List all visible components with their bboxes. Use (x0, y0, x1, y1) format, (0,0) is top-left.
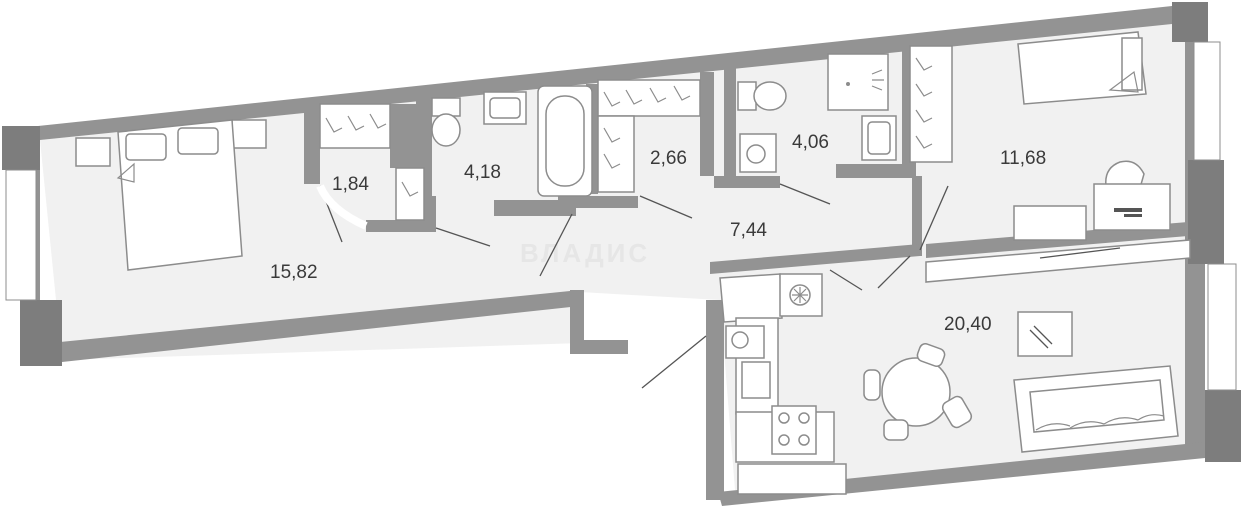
room-area-wardrobe: 2,66 (650, 148, 687, 169)
toilet-icon (431, 97, 461, 147)
tv-icon (925, 239, 1191, 283)
tv-stand-icon (1017, 311, 1073, 357)
kitchen-sink-icon (725, 325, 765, 359)
window-bedroom-2 (1193, 41, 1221, 161)
room-area-hallway: 7,44 (730, 220, 767, 241)
pillars (2, 2, 1241, 462)
desk-icon (1013, 183, 1171, 241)
room-area-bathroom: 4,18 (464, 162, 501, 183)
stove-icon (771, 405, 817, 455)
watermark-text: ВЛАДИС (520, 238, 650, 268)
fan-icon (779, 273, 823, 317)
washing-machine-icon (739, 133, 777, 173)
door-hallway-leaf (539, 213, 573, 277)
door-wardrobe-leaf (639, 195, 693, 219)
windows (5, 41, 1237, 391)
wc-toilet-icon (737, 81, 787, 111)
room-area-wc: 4,06 (792, 132, 829, 153)
chair-icon (1105, 160, 1145, 189)
room-area-kitchen-living: 20,40 (944, 314, 992, 335)
bathtub-icon (537, 85, 593, 197)
hanger-icon (319, 103, 425, 221)
shower-icon (827, 53, 889, 111)
bed-2-icon (1017, 31, 1147, 105)
door-wc-leaf (779, 183, 831, 205)
wardrobe-hangers (597, 79, 701, 193)
window-living (1207, 263, 1237, 391)
door-closet-arc (316, 184, 368, 230)
bed-icon (75, 119, 267, 271)
door-bedroom-2-leaf (919, 185, 949, 251)
door-kitchen-leaf-1 (829, 269, 863, 291)
door-kitchen-leaf-2 (877, 255, 911, 289)
room-area-bedroom: 15,82 (270, 262, 318, 283)
bedroom-2-hangers (909, 45, 953, 163)
window-bedroom (5, 169, 37, 301)
dining-table-icon (863, 343, 973, 441)
door-bathroom-leaf (435, 227, 491, 247)
room-area-closet: 1,84 (332, 174, 369, 195)
doors (316, 183, 949, 389)
sofa-icon (1013, 365, 1179, 453)
door-entrance-leaf (641, 335, 707, 389)
sink-icon (483, 91, 527, 125)
room-area-bedroom-2: 11,68 (1000, 148, 1046, 169)
wc-sink-icon (861, 115, 897, 161)
